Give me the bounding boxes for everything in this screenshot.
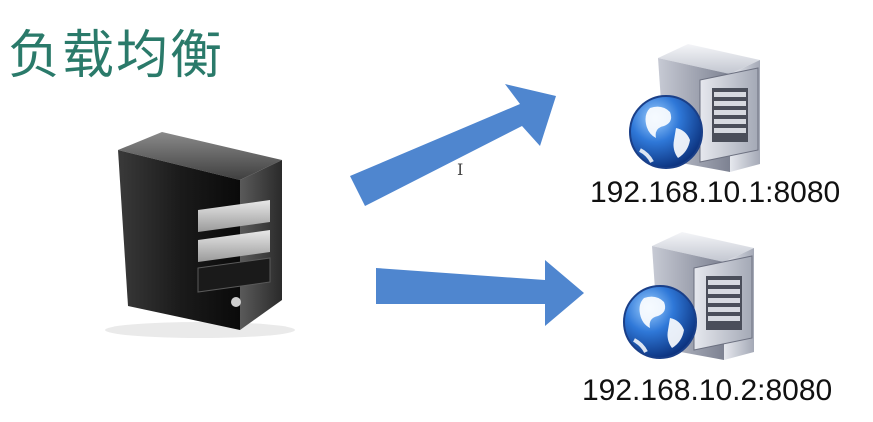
server-1-icon (658, 44, 760, 172)
text-cursor-icon: I (457, 160, 464, 179)
arrow-to-server-2 (376, 260, 584, 326)
server-1-address: 192.168.10.1:8080 (590, 176, 841, 209)
globe-icon (623, 285, 697, 359)
load-balancer-server-icon (105, 132, 295, 338)
server-2-address: 192.168.10.2:8080 (582, 374, 833, 407)
arrow-to-server-1 (350, 84, 556, 206)
diagram-title: 负载均衡 (8, 26, 225, 86)
globe-icon (629, 95, 703, 169)
